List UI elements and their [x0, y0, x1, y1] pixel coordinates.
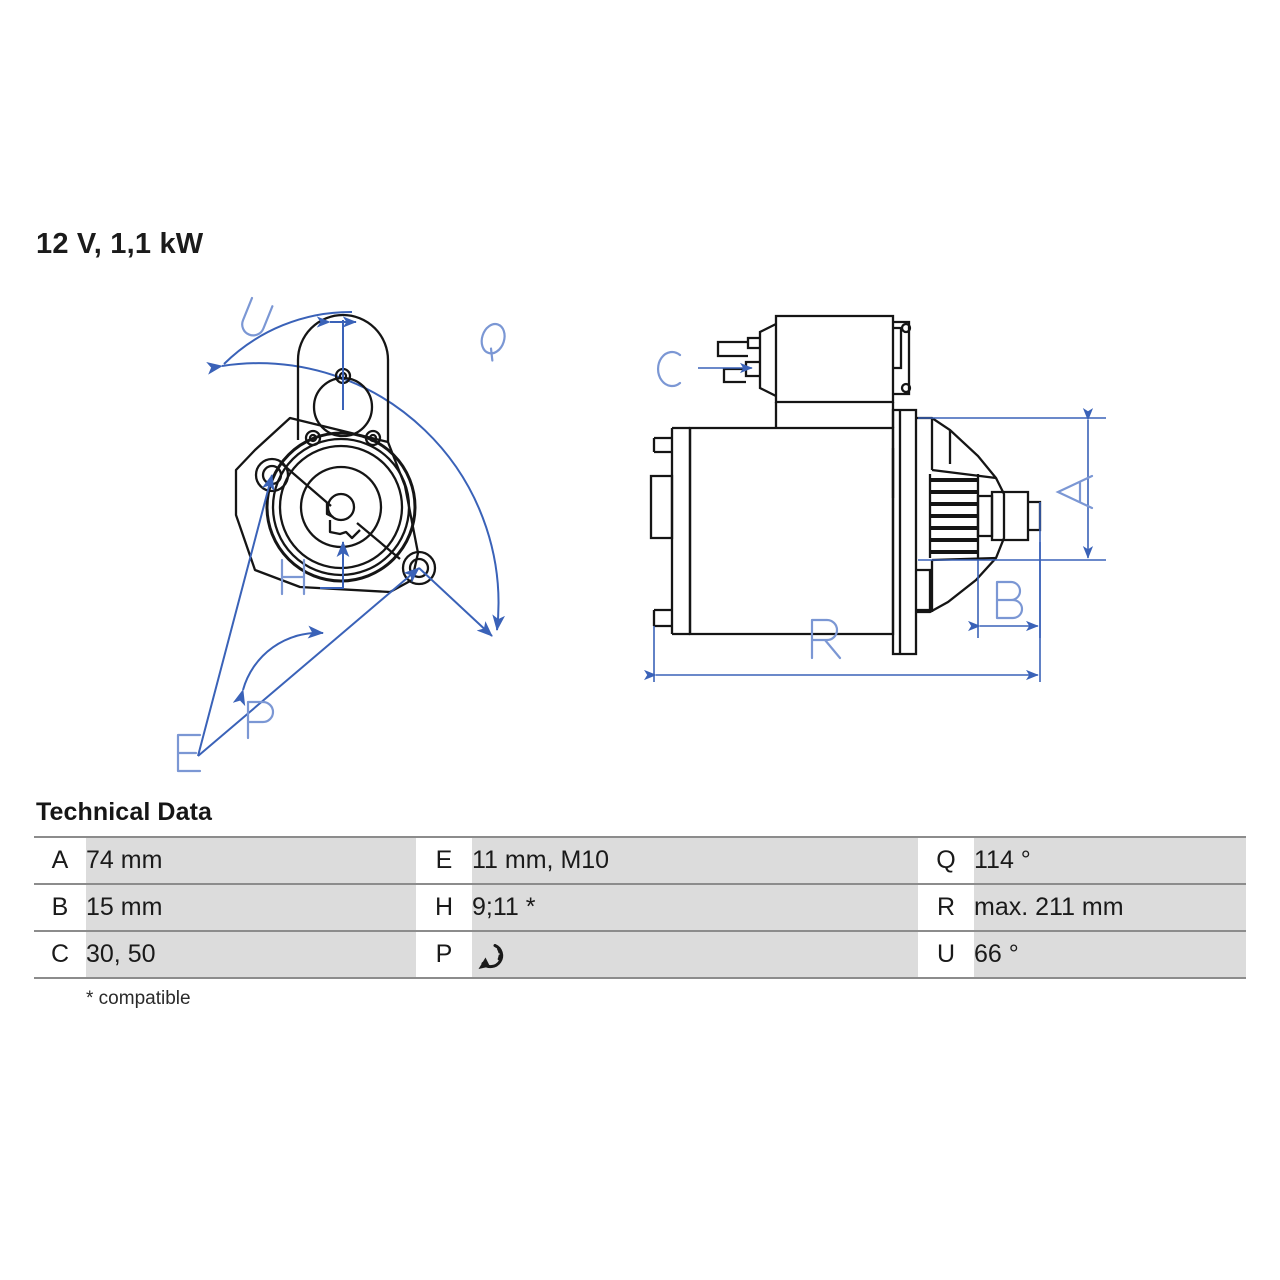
row-value-r: max. 211 mm: [974, 883, 1246, 931]
row-value-p: [472, 930, 918, 978]
front-view-leaders: [197, 316, 493, 757]
row-key-q: Q: [918, 837, 974, 884]
label-Q: [480, 322, 506, 362]
row-value-b: 15 mm: [86, 883, 416, 931]
table-row: A 74 mm E 11 mm, M10 Q 114 °: [34, 837, 1246, 884]
table-footnote: * compatible: [86, 988, 191, 1009]
side-view-outline: [649, 314, 1042, 656]
label-A: [1055, 474, 1094, 510]
row-value-u: 66 °: [974, 930, 1246, 978]
label-P: [246, 700, 275, 740]
row-key-p: P: [416, 930, 472, 978]
label-C: [656, 350, 682, 388]
side-view-dimensions: [644, 362, 1106, 682]
front-view-labels: [176, 296, 506, 773]
technical-data-section: Technical Data A 74 mm E 11 mm, M10 Q 11…: [34, 798, 1246, 1010]
table-row: B 15 mm H 9;11 * R max. 211 mm: [34, 883, 1246, 931]
technical-data-table: A 74 mm E 11 mm, M10 Q 114 ° B 15 mm H 9…: [34, 836, 1246, 979]
label-B: [995, 580, 1024, 620]
front-view-dimension-arcs: [206, 310, 506, 631]
row-value-e: 11 mm, M10: [472, 837, 918, 884]
row-value-c: 30, 50: [86, 930, 416, 978]
row-key-u: U: [918, 930, 974, 978]
spec-title: 12 V, 1,1 kW: [36, 228, 204, 260]
label-R: [810, 618, 842, 660]
table-row: C 30, 50 P U 66 °: [34, 930, 1246, 978]
label-H: [280, 558, 306, 596]
front-view-outline: [234, 313, 437, 594]
row-value-a: 74 mm: [86, 837, 416, 884]
technical-data-heading: Technical Data: [36, 798, 212, 826]
row-key-h: H: [416, 883, 472, 931]
row-key-r: R: [918, 883, 974, 931]
row-key-e: E: [416, 837, 472, 884]
label-E: [176, 733, 202, 773]
row-key-a: A: [34, 837, 86, 884]
starter-front-view: [176, 296, 506, 773]
starter-side-view: [644, 314, 1106, 682]
row-value-h: 9;11 *: [472, 883, 918, 931]
row-value-q: 114 °: [974, 837, 1246, 884]
technical-drawings: [0, 270, 1280, 790]
label-U: [241, 296, 274, 337]
row-key-c: C: [34, 930, 86, 978]
rotation-ccw-icon: [472, 939, 506, 971]
row-key-b: B: [34, 883, 86, 931]
side-view-labels: [656, 350, 1094, 660]
